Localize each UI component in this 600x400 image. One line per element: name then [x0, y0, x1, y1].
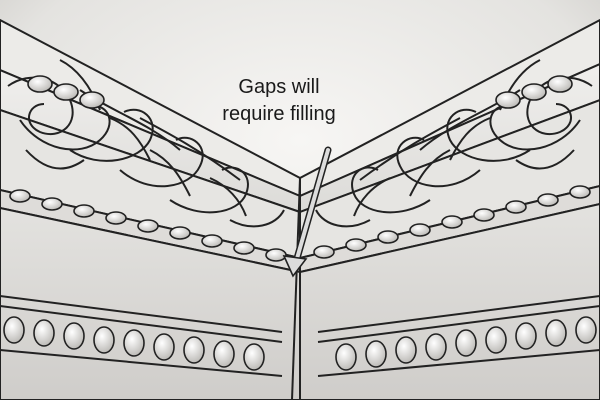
lower-egg-dart-molding [0, 295, 600, 377]
callout-line-1: Gaps will [238, 76, 320, 98]
gap-callout-label: Gaps will require filling [196, 74, 362, 128]
right-bead-row [313, 185, 591, 259]
left-bead-row [9, 189, 287, 262]
upper-bead-cluster [27, 75, 573, 109]
corner-gap-seam [291, 177, 301, 400]
lower-egg-row [3, 316, 597, 371]
callout-line-2: require filling [222, 103, 336, 125]
callout-arrow [282, 146, 332, 278]
